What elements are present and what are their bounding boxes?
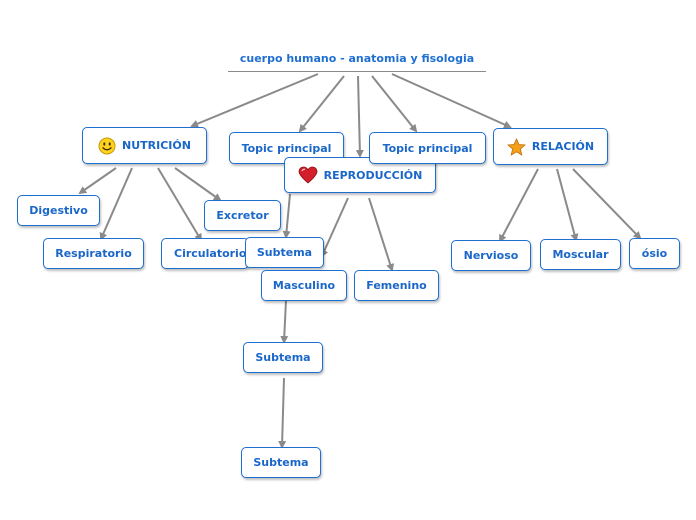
edge-nutricion-digestivo xyxy=(78,167,117,195)
node-label: Digestivo xyxy=(29,204,88,217)
star-icon xyxy=(506,137,526,156)
node-excretor[interactable]: Excretor xyxy=(204,200,281,231)
node-subtema-1[interactable]: Subtema xyxy=(245,237,324,268)
edge-relacion-moscular xyxy=(556,168,579,242)
heart-icon xyxy=(298,166,318,184)
edge-central-nutricion xyxy=(190,73,319,128)
edge-nutricion-excretor xyxy=(174,167,222,202)
node-label: Excretor xyxy=(216,209,269,222)
node-label: RELACIÓN xyxy=(531,140,595,153)
node-subtema-2[interactable]: Subtema xyxy=(243,342,323,373)
node-circulatorio[interactable]: Circulatorio xyxy=(161,238,249,269)
edge-subtema2-subtema3 xyxy=(278,377,287,449)
edge-masculino-subtema2 xyxy=(280,299,289,344)
node-label: Circulatorio xyxy=(174,247,247,260)
central-topic[interactable]: cuerpo humano - anatomia y fisologia xyxy=(228,46,486,72)
node-label: Topic principal xyxy=(382,141,473,155)
edge-reproduccion-subtema1 xyxy=(282,193,291,239)
edge-central-topic1 xyxy=(298,75,345,133)
node-nervioso[interactable]: Nervioso xyxy=(451,240,531,271)
node-label: Subtema xyxy=(255,351,311,364)
node-respiratorio[interactable]: Respiratorio xyxy=(43,238,144,269)
edge-reproduccion-femenino xyxy=(368,197,394,272)
edge-relacion-nervioso xyxy=(499,168,539,243)
edge-nutricion-circulatorio xyxy=(157,167,203,242)
node-label: Subtema xyxy=(253,456,309,469)
edge-central-topic2 xyxy=(371,75,418,133)
node-label: Nervioso xyxy=(463,249,519,262)
node-label: ósio xyxy=(641,247,668,260)
edge-nutricion-respiratorio xyxy=(99,167,133,241)
node-subtema-3[interactable]: Subtema xyxy=(241,447,321,478)
node-label: Respiratorio xyxy=(55,247,132,260)
node-topic-principal-2[interactable]: Topic principal xyxy=(369,132,486,164)
node-masculino[interactable]: Masculino xyxy=(261,270,347,301)
edge-relacion-osio xyxy=(572,168,642,240)
node-relacion[interactable]: RELACIÓN xyxy=(493,128,608,165)
node-label: Femenino xyxy=(366,279,427,292)
node-label: Masculino xyxy=(272,279,336,292)
edge-central-relacion xyxy=(391,73,512,129)
smiley-icon xyxy=(98,137,116,155)
node-label: REPRODUCCIÓN xyxy=(323,168,423,182)
node-moscular[interactable]: Moscular xyxy=(540,239,621,270)
node-label: NUTRICIÓN xyxy=(122,139,191,152)
node-osio[interactable]: ósio xyxy=(629,238,680,269)
edge-reproduccion-masculino xyxy=(320,197,349,258)
node-digestivo[interactable]: Digestivo xyxy=(17,195,100,226)
node-nutricion[interactable]: NUTRICIÓN xyxy=(82,127,207,164)
node-label: Moscular xyxy=(552,248,609,261)
node-label: Subtema xyxy=(256,246,313,259)
node-label: Topic principal xyxy=(241,141,332,155)
edge-central-reproduccion xyxy=(355,75,364,158)
node-femenino[interactable]: Femenino xyxy=(354,270,439,301)
